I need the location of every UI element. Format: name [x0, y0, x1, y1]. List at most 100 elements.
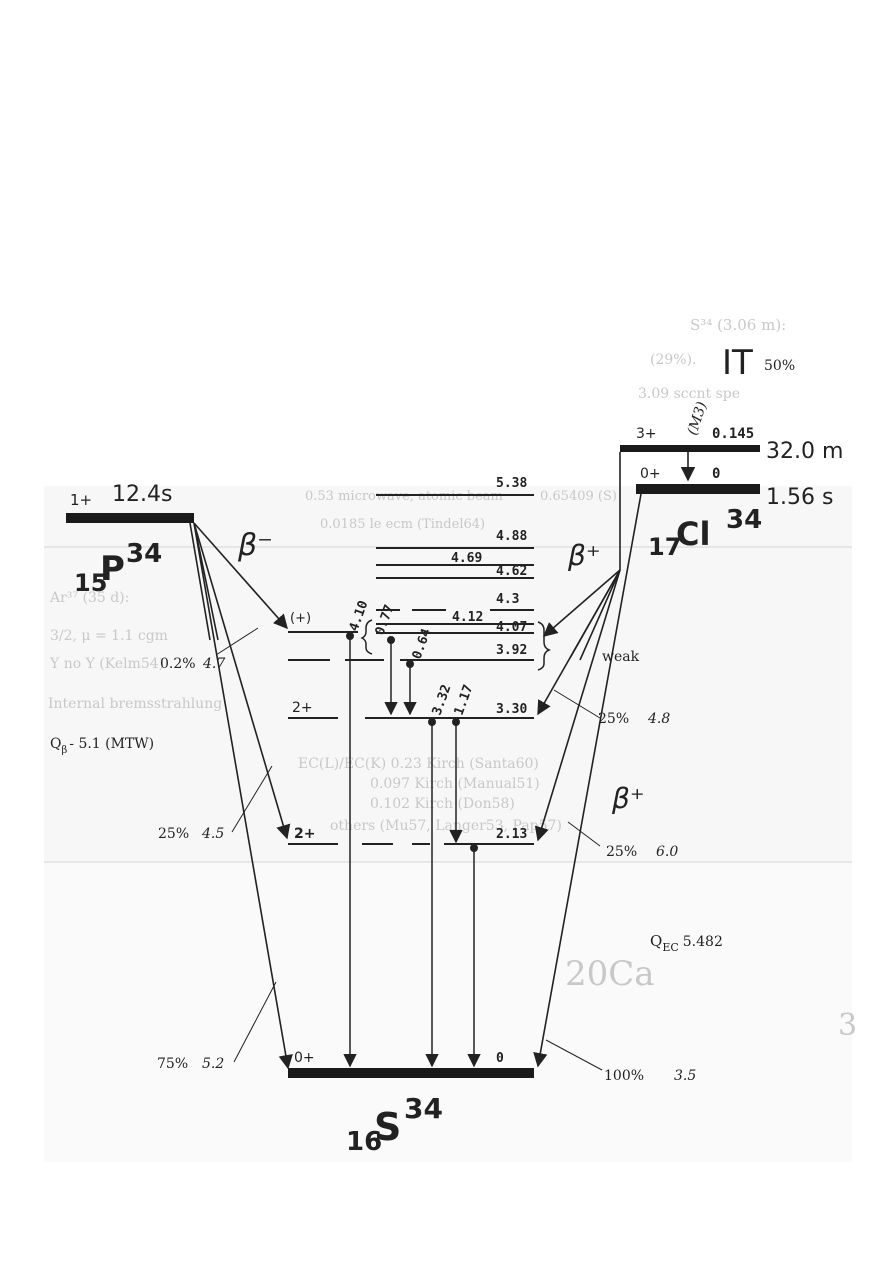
level-energy: 5.38: [496, 476, 527, 491]
level-energy: 4.3: [496, 592, 519, 607]
beta-plus-branch-line: [579, 569, 621, 661]
ghost-text: Internal bremsstrahlung: [48, 696, 222, 712]
beta-minus-arrows: [189, 522, 293, 1070]
level-energy: 0: [496, 1051, 504, 1066]
branch-pct: 25%: [606, 844, 637, 860]
leader-line: [215, 627, 259, 656]
ghost-text: (29%).: [650, 352, 697, 368]
level-spin: 2+: [292, 700, 313, 716]
bleed-panel-lower: [44, 862, 852, 1162]
gamma-origin-dot: [346, 632, 354, 640]
gamma-origin-dots: [346, 632, 478, 852]
p34-z: 15: [74, 569, 107, 597]
beta-plus-arrow-4: [542, 569, 621, 637]
ghost-text: Ar³⁷ (35 d):: [49, 590, 129, 606]
ghost-text: 3/2, μ = 1.1 cgm: [50, 628, 168, 644]
level-energy: 3.30: [496, 702, 527, 717]
gamma-arrows: [343, 636, 481, 1068]
p34-halflife: 12.4s: [112, 482, 172, 507]
gamma-origin-dot: [387, 636, 395, 644]
cl34-gs-level-bar: [636, 484, 760, 494]
p34-level-bar: [66, 513, 194, 523]
branch-pct: 25%: [598, 711, 629, 727]
isomer-halflife: 32.0 m: [766, 439, 843, 464]
level-energy: 3.92: [496, 643, 527, 658]
leader-line: [553, 689, 601, 719]
ghost-text: 3.09 sccnt spe: [638, 386, 740, 402]
cl34-symbol: Cl: [676, 515, 710, 553]
beta-plus-arrow-0: [533, 493, 642, 1068]
branch-logft: 4.8: [647, 711, 670, 727]
ghost-text: 0.65409 (S): [540, 489, 617, 504]
level-spin: 2+: [294, 826, 315, 842]
beta-minus-label: β⁻: [237, 528, 273, 563]
branch-logft: 4.7: [202, 656, 225, 672]
level-spin: 0+: [294, 1050, 315, 1066]
ghost-text: Y no Y (Kelm54): [49, 656, 164, 672]
p34-spin: 1+: [70, 491, 92, 509]
branch-pct: 25%: [158, 826, 189, 842]
gamma-origin-dot: [470, 844, 478, 852]
left-branch-labels: 0.2% 4.7 25% 4.5 75% 5.2: [157, 627, 277, 1072]
leader-line: [545, 1039, 603, 1071]
beta-minus-arrow-0: [193, 522, 293, 1070]
leader-line: [233, 981, 277, 1063]
leader-line: [567, 821, 601, 847]
ghost-text: 20Ca: [565, 954, 655, 994]
beta-plus-arrow-330: [537, 569, 621, 716]
cl34-gs-spin: 0+: [640, 466, 661, 482]
ghost-text: 0.097 Kirch (Manual51): [370, 776, 540, 792]
beta-minus-branch-line: [189, 522, 211, 641]
branch-pct: 75%: [157, 1056, 188, 1072]
leader-line: [231, 765, 273, 833]
it-percent: 50%: [764, 358, 795, 374]
parent-p34: 1+ 12.4s β⁻ 15 P 34 Qβ- 5.1 (MTW): [50, 482, 273, 756]
beta-minus-arrow-213: [193, 522, 291, 840]
level-energy: 4.88: [496, 529, 527, 544]
level-energy: 4.12: [452, 610, 483, 625]
bleed-through-background: S³⁴ (3.06 m): (29%). 3.09 sccnt spe 0.53…: [44, 316, 857, 1162]
beta-minus-arrow-407: [193, 522, 288, 630]
level-energies: 5.38 4.88 4.69 4.62 4.3 4.12 4.07 3.92 3…: [451, 476, 527, 1066]
branch-pct: 100%: [604, 1068, 644, 1084]
cl34-z: 17: [648, 533, 681, 561]
ghost-text: S³⁴ (3.06 m):: [690, 316, 786, 334]
p34-q-label: Qβ- 5.1 (MTW): [50, 736, 154, 756]
cl34-gs-halflife: 1.56 s: [766, 485, 833, 510]
level-energy: 2.13: [496, 827, 527, 842]
beta-plus-label-upper: β⁺: [567, 539, 601, 572]
daughter-s34: 16 S 34: [346, 1092, 443, 1157]
gamma-origin-dot: [452, 718, 460, 726]
it-label: IT: [722, 343, 753, 383]
ghost-text: 0.102 Kirch (Don58): [370, 796, 515, 812]
branch-pct: 0.2%: [160, 656, 196, 672]
p34-mass: 34: [126, 539, 162, 569]
branch-logft: 3.5: [674, 1068, 696, 1084]
level-energy: 4.07: [496, 620, 527, 635]
isomer-spin: 3+: [636, 426, 657, 442]
isomer-energy: 0.145: [712, 426, 754, 442]
m3-multipolarity: (M3): [685, 400, 711, 437]
s34-mass: 34: [404, 1092, 443, 1125]
right-branch-labels: 25% 4.8 25% 6.0 100% 3.5: [545, 689, 696, 1084]
beta-plus-label-lower: β⁺: [611, 782, 645, 815]
weak-label: weak: [602, 649, 640, 665]
s34-symbol: S: [374, 1105, 401, 1149]
ghost-text: 0.53 microwave, atomic beam: [305, 489, 503, 504]
ghost-text: 3: [838, 1008, 857, 1043]
branch-logft: 4.5: [201, 826, 224, 842]
cl34-mass: 34: [726, 505, 762, 535]
branch-logft: 5.2: [202, 1056, 224, 1072]
gamma-origin-dot: [406, 660, 414, 668]
level-energy: 4.62: [496, 564, 527, 579]
daughter-levels: [288, 494, 534, 845]
ghost-text: EC(L)/EC(K) 0.23 Kirch (Santa60): [298, 756, 539, 772]
ghost-text: 0.0185 le ecm (Tindel64): [320, 517, 485, 532]
p34-symbol: P: [100, 549, 125, 589]
parent-cl34: IT 50% (M3) 3+ 0.145 32.0 m 0+ 0 1.56 s …: [567, 343, 843, 954]
level-energy: 4.69: [451, 551, 482, 566]
branch-logft: 6.0: [656, 844, 678, 860]
